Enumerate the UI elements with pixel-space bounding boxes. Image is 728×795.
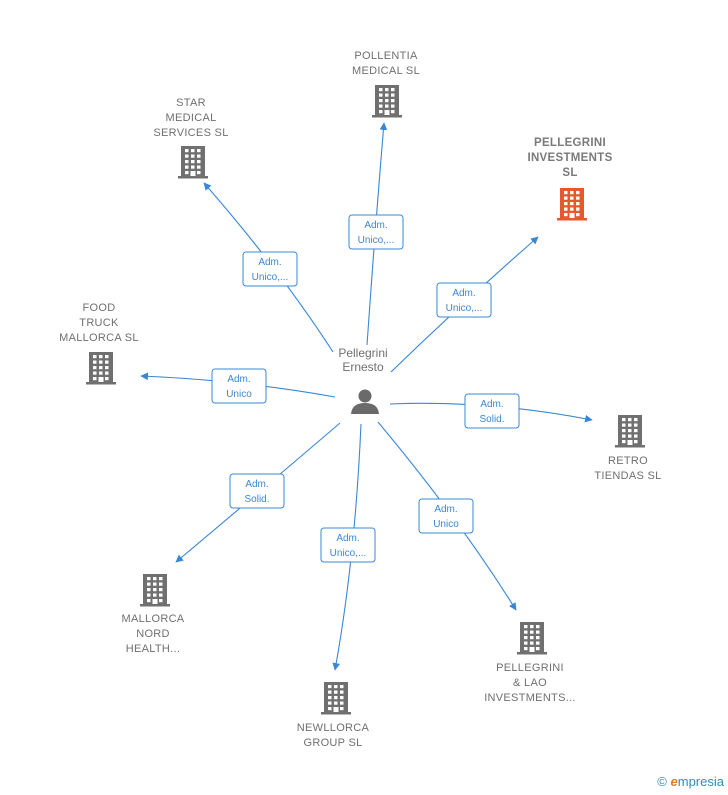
building-icon (517, 622, 547, 655)
role-badge-retro[interactable]: Adm.Solid. (464, 393, 520, 429)
role-badge-newllorca[interactable]: Adm.Unico,... (320, 527, 376, 563)
building-icon (372, 85, 402, 118)
person-icon[interactable] (351, 389, 379, 415)
svg-text:Adm.Unico,...: Adm.Unico,... (358, 220, 395, 246)
role-badge-pellegrini_lao[interactable]: Adm.Unico (418, 498, 474, 534)
role-badge-food[interactable]: Adm.Unico (211, 368, 267, 404)
building-icon (321, 682, 351, 715)
role-badge-pellegrini_inv[interactable]: Adm.Unico,... (436, 282, 492, 318)
svg-text:Adm.Solid.: Adm.Solid. (479, 399, 504, 425)
role-badge-mallorca_nord[interactable]: Adm.Solid. (229, 473, 285, 509)
building-icon (615, 415, 645, 448)
building-icon-highlighted (557, 188, 587, 221)
svg-text:Adm.Unico,...: Adm.Unico,... (446, 288, 483, 314)
svg-text:Adm.Unico: Adm.Unico (226, 374, 252, 400)
empresia-watermark: © empresia (657, 774, 724, 789)
brand-name: mpresia (677, 774, 724, 789)
building-icon (178, 146, 208, 179)
svg-text:Adm.Unico,...: Adm.Unico,... (330, 533, 367, 559)
building-icon (86, 352, 116, 385)
svg-text:Adm.Solid.: Adm.Solid. (244, 479, 269, 505)
copyright-symbol: © (657, 774, 667, 789)
svg-text:Adm.Unico,...: Adm.Unico,... (252, 257, 289, 283)
role-badge-star[interactable]: Adm.Unico,... (242, 251, 298, 287)
role-badge-pollentia[interactable]: Adm.Unico,... (348, 214, 404, 250)
brand-initial: e (670, 774, 678, 789)
svg-text:Adm.Unico: Adm.Unico (433, 504, 459, 530)
building-icon (140, 574, 170, 607)
